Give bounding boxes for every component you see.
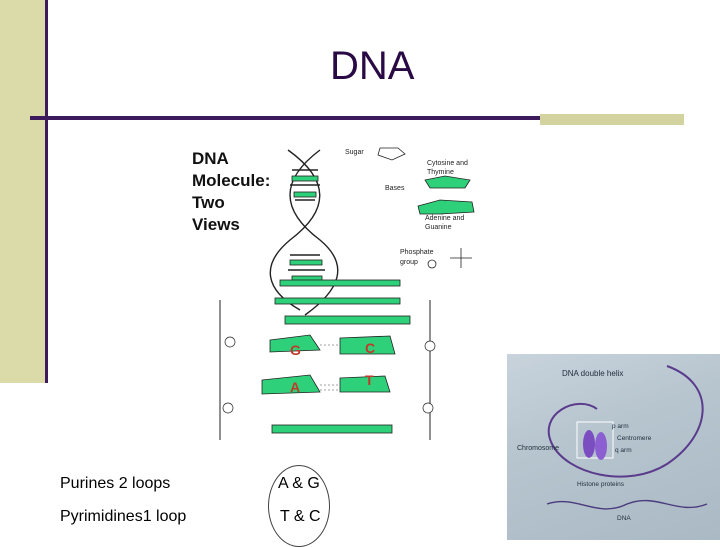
phosphate-circles xyxy=(222,336,436,414)
dna-molecule-figure: DNA Molecule: Two Views Sugar Cytosine a… xyxy=(192,147,475,440)
zoom-box xyxy=(576,421,614,459)
histone-label: Histone proteins xyxy=(577,481,625,488)
dna-strand-coil xyxy=(547,365,704,478)
dna-ribbon xyxy=(546,499,708,510)
q-arm-label: q arm xyxy=(615,447,632,454)
phosphate-label-1: Phosphate xyxy=(400,249,434,256)
figure-heading-line-2: Molecule: xyxy=(192,171,270,190)
left-accent-band xyxy=(0,0,48,383)
ladder-backbone xyxy=(219,300,431,440)
chromosome-image: DNA double helix p arm Centromere q arm … xyxy=(507,354,720,540)
purine-shape xyxy=(417,199,475,215)
phosphate-label-2: group xyxy=(400,259,418,266)
chromosome-illustration: DNA double helix p arm Centromere q arm … xyxy=(517,365,708,522)
chromatid-right xyxy=(595,432,607,460)
figure-heading-line-4: Views xyxy=(192,215,240,234)
left-band-lower xyxy=(0,383,48,540)
base-pair-2-left: A xyxy=(290,379,300,395)
title-rule-accent xyxy=(540,114,684,125)
bases-label: Bases xyxy=(385,185,405,192)
base-pair-1-right: C xyxy=(365,340,375,356)
slide-title: DNA xyxy=(330,44,415,88)
ladder-base-pairs xyxy=(261,279,411,434)
sugar-shape xyxy=(377,147,406,161)
chromosome-label: Chromosome xyxy=(517,445,559,452)
base-pair-1-left: G xyxy=(290,342,301,358)
bases-highlight-oval xyxy=(268,465,330,547)
cytosine-thymine-label-1: Cytosine and xyxy=(427,160,468,167)
dna-label: DNA xyxy=(617,515,631,522)
adenine-guanine-label-1: Adenine and xyxy=(425,215,464,222)
figure-heading-line-1: DNA xyxy=(192,149,229,168)
hydrogen-bonds xyxy=(320,344,340,391)
figure-heading-line-3: Two xyxy=(192,193,225,212)
title-rule xyxy=(30,116,540,120)
centromere-label: Centromere xyxy=(617,435,652,442)
double-helix xyxy=(269,149,339,316)
cytosine-thymine-label-2: Thymine xyxy=(427,169,454,176)
phosphate-structure xyxy=(427,248,472,269)
chromatid-left xyxy=(583,430,595,458)
pyrimidine-shape xyxy=(424,175,471,189)
pyrimidines-caption: Pyrimidines1 loop xyxy=(60,508,187,525)
p-arm-label: p arm xyxy=(612,423,629,430)
purines-caption: Purines 2 loops xyxy=(60,475,171,492)
sugar-label: Sugar xyxy=(345,149,364,156)
adenine-guanine-label-2: Guanine xyxy=(425,224,452,231)
photo-heading: DNA double helix xyxy=(562,369,623,378)
base-pair-2-right: T xyxy=(365,372,374,388)
